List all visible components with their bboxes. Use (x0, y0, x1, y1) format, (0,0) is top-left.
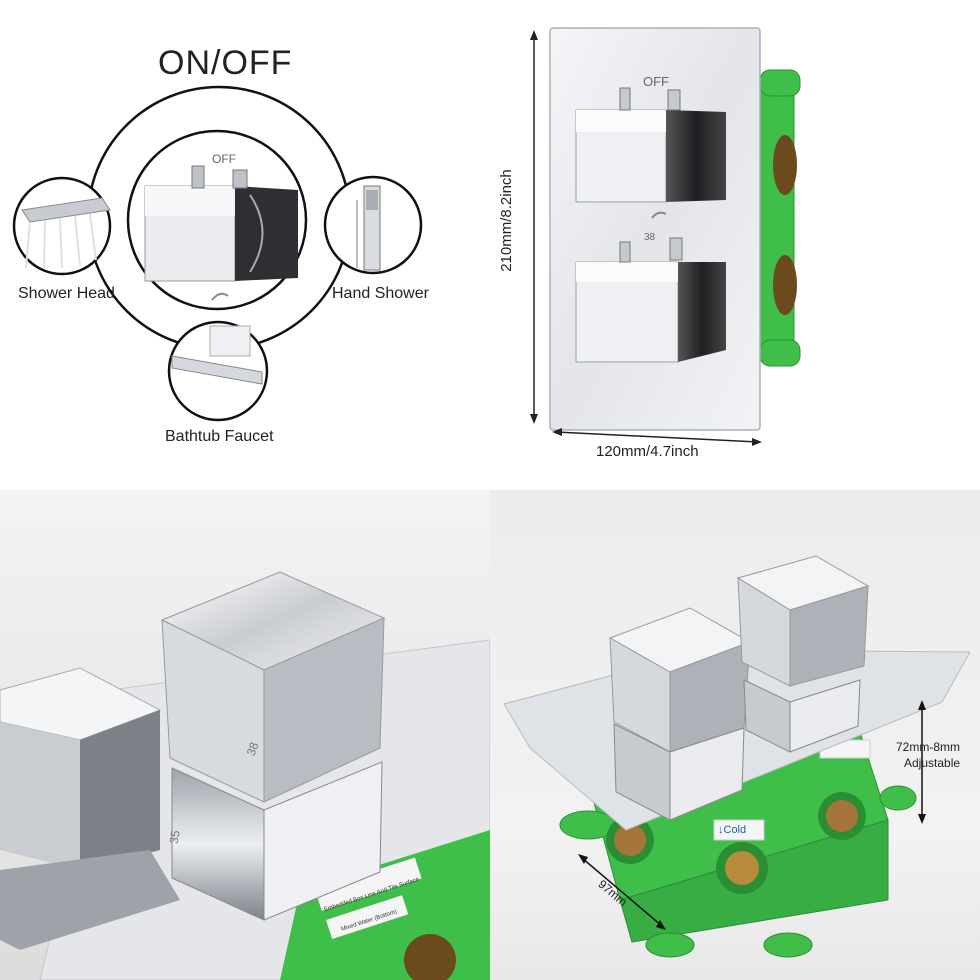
width-dimension-label: 120mm/4.7inch (596, 443, 699, 460)
closeup-brass-fitting (404, 934, 456, 980)
hand-shower-label: Hand Shower (332, 285, 429, 302)
hand-shower-icon (356, 185, 381, 271)
diverter-diagram-panel: ON/OFF (0, 0, 490, 490)
upper-off-text: OFF (643, 74, 669, 89)
width-dimension-line (552, 428, 762, 446)
bathtub-faucet-label: Bathtub Faucet (165, 428, 274, 445)
height-dimension-label: 210mm/8.2inch (497, 169, 515, 272)
assembled-right-knob (736, 555, 870, 753)
closeup-box-sticker-1 (314, 857, 422, 911)
depth-dimension-note: Adjustable (904, 756, 961, 770)
onoff-title: ON/OFF (158, 44, 293, 82)
box-dimension-line (578, 854, 666, 930)
center-knob-icon (144, 165, 298, 301)
closeup-graphics (0, 571, 490, 980)
dimension-panel: OFF 38 210mm/8.2inch 120mm/4.7inch (490, 0, 980, 490)
closeup-photo-panel: 38 35 Embedded Box Line And Tile Surface… (0, 490, 490, 980)
lower-knob (575, 211, 726, 363)
shower-head-label: Shower Head (18, 285, 115, 302)
diagram-graphics (12, 85, 423, 422)
closeup-dial-35: 35 (166, 829, 183, 845)
bathtub-faucet-icon (171, 325, 263, 385)
height-dimension-line (530, 30, 538, 424)
assembled-photo-panel: 72mm-8mm Adjustable ↓Cold 97mm (490, 490, 980, 980)
dimension-graphics (530, 27, 801, 446)
closeup-main-knob (160, 571, 386, 921)
assembled-left-knob (608, 607, 752, 821)
closeup-left-knob (0, 667, 180, 950)
shower-head-icon (21, 197, 111, 269)
center-off-text: OFF (212, 152, 236, 166)
assembled-graphics (503, 555, 971, 958)
depth-dimension-line (918, 700, 926, 824)
depth-dimension-label: 72mm-8mm (896, 740, 961, 754)
closeup-box-sticker-2 (326, 895, 409, 940)
cold-label: ↓Cold (718, 824, 747, 836)
upper-knob (575, 87, 726, 203)
temp-38-text: 38 (644, 232, 656, 243)
